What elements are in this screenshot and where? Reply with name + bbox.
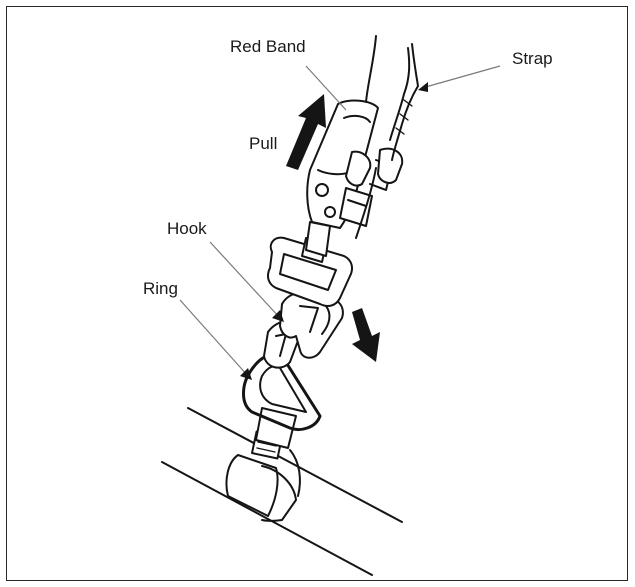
pull-label: Pull <box>249 134 277 153</box>
pull-arrow <box>286 94 326 170</box>
ring-label: Ring <box>143 279 178 298</box>
hook-leader <box>209 241 281 319</box>
red-band-leader <box>305 65 347 111</box>
red-band-label: Red Band <box>230 37 306 56</box>
buckle <box>267 236 353 307</box>
strap-leader-arrowhead <box>418 82 428 92</box>
ring-leader-arrowhead <box>240 368 252 380</box>
hook-label: Hook <box>167 219 207 238</box>
pipe <box>161 407 403 576</box>
hook-leader-arrowhead <box>272 310 284 322</box>
ring-inner <box>259 365 307 413</box>
strap-label: Strap <box>512 49 553 68</box>
ring-leader <box>179 299 249 377</box>
strap-leader <box>421 65 501 89</box>
down-arrow <box>352 308 380 362</box>
strap-webbing <box>355 35 419 239</box>
